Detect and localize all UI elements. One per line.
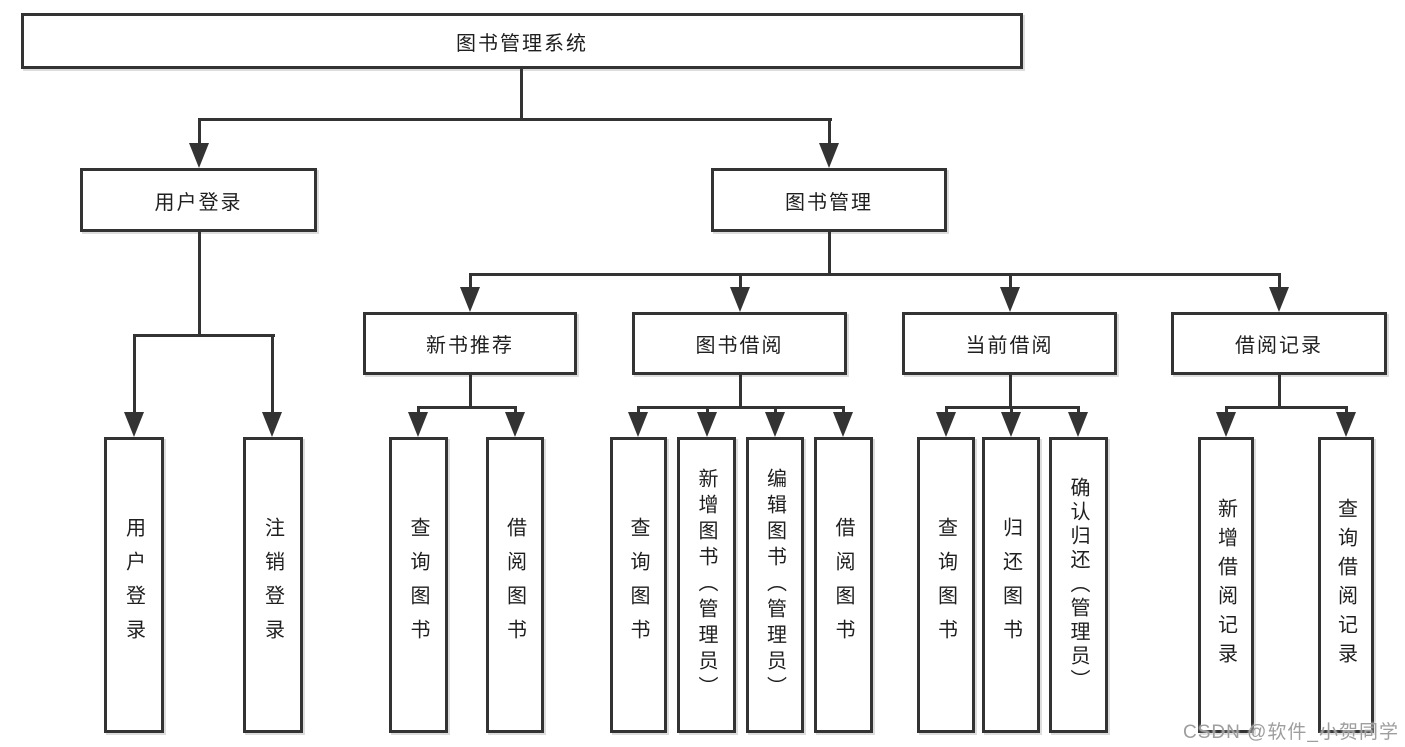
connector-current-borrowing-stem bbox=[1009, 375, 1012, 406]
leaf-logout-label: 注销登录 bbox=[261, 517, 284, 653]
leaf-add-borrow-record: 新增借阅记录 bbox=[1198, 437, 1254, 733]
leaf-confirm-return-admin-label: 确认归还（管理员） bbox=[1067, 477, 1089, 693]
leaf-query-books-borrow: 查询图书 bbox=[610, 437, 667, 733]
connector-new-book-branch bbox=[417, 406, 517, 409]
leaf-return-books-label: 归还图书 bbox=[999, 517, 1022, 653]
node-book-borrowing: 图书借阅 bbox=[632, 312, 847, 375]
node-root-label: 图书管理系统 bbox=[456, 32, 588, 55]
connector-new-book-stem bbox=[469, 375, 472, 406]
connector-to-leaf-query-borrow bbox=[637, 406, 640, 414]
arrowhead-leaf-borrow-recommend bbox=[505, 412, 525, 437]
leaf-borrow-books-recommend: 借阅图书 bbox=[486, 437, 544, 733]
leaf-user-login: 用户登录 bbox=[104, 437, 164, 733]
leaf-user-login-label: 用户登录 bbox=[122, 517, 145, 653]
arrowhead-leaf-add-books bbox=[697, 412, 717, 437]
connector-to-new-book bbox=[469, 273, 472, 289]
leaf-add-borrow-record-label: 新增借阅记录 bbox=[1214, 498, 1237, 672]
connector-to-leaf-query-recommend bbox=[417, 406, 420, 414]
connector-book-borrowing-stem bbox=[739, 375, 742, 406]
leaf-query-books-current-label: 查询图书 bbox=[934, 517, 957, 653]
arrowhead-leaf-return-books bbox=[1001, 412, 1021, 437]
arrowhead-leaf-confirm-return bbox=[1068, 412, 1088, 437]
leaf-return-books: 归还图书 bbox=[982, 437, 1040, 733]
arrowhead-user-login bbox=[189, 143, 209, 168]
connector-book-management-branch bbox=[469, 273, 1281, 276]
leaf-query-books-current: 查询图书 bbox=[917, 437, 975, 733]
connector-to-book-management bbox=[828, 118, 831, 145]
leaf-borrow-books-recommend-label: 借阅图书 bbox=[503, 517, 526, 653]
connector-to-user-login bbox=[198, 118, 201, 145]
connector-book-borrowing-branch bbox=[637, 406, 845, 409]
connector-user-login-stem bbox=[198, 232, 201, 334]
connector-book-management-stem bbox=[828, 232, 831, 273]
arrowhead-leaf-logout bbox=[262, 412, 282, 437]
leaf-confirm-return-admin: 确认归还（管理员） bbox=[1049, 437, 1108, 733]
leaf-query-books-recommend: 查询图书 bbox=[389, 437, 448, 733]
leaf-add-books-admin-label: 新增图书（管理员） bbox=[695, 468, 717, 702]
leaf-query-borrow-record-label: 查询借阅记录 bbox=[1334, 498, 1357, 672]
arrowhead-leaf-query-record bbox=[1336, 412, 1356, 437]
connector-to-book-borrowing bbox=[739, 273, 742, 289]
connector-borrowing-records-stem bbox=[1278, 375, 1281, 406]
leaf-query-borrow-record: 查询借阅记录 bbox=[1318, 437, 1374, 733]
leaf-borrow-books: 借阅图书 bbox=[814, 437, 873, 733]
node-root: 图书管理系统 bbox=[21, 13, 1023, 69]
arrowhead-leaf-user-login bbox=[124, 412, 144, 437]
connector-to-leaf-return-books bbox=[1010, 406, 1013, 414]
arrowhead-leaf-add-record bbox=[1216, 412, 1236, 437]
node-current-borrowing: 当前借阅 bbox=[902, 312, 1117, 375]
connector-to-leaf-user-login bbox=[133, 334, 136, 414]
node-new-book-recommendation-label: 新书推荐 bbox=[426, 335, 514, 357]
node-user-login: 用户登录 bbox=[80, 168, 317, 232]
leaf-borrow-books-label: 借阅图书 bbox=[832, 517, 854, 653]
node-borrowing-records-label: 借阅记录 bbox=[1235, 335, 1323, 357]
node-user-login-label: 用户登录 bbox=[154, 191, 243, 214]
connector-user-login-branch bbox=[133, 334, 275, 337]
arrowhead-borrowing-records bbox=[1269, 287, 1289, 312]
connector-to-leaf-borrow-recommend bbox=[514, 406, 517, 414]
leaf-add-books-admin: 新增图书（管理员） bbox=[677, 437, 736, 733]
connector-root-branch bbox=[198, 118, 832, 121]
leaf-query-books-borrow-label: 查询图书 bbox=[627, 517, 649, 653]
arrowhead-current-borrowing bbox=[1000, 287, 1020, 312]
arrowhead-leaf-query-borrow bbox=[628, 412, 648, 437]
connector-root-stem bbox=[520, 67, 523, 118]
node-book-borrowing-label: 图书借阅 bbox=[695, 335, 784, 357]
leaf-edit-books-admin: 编辑图书（管理员） bbox=[746, 437, 804, 733]
leaf-logout: 注销登录 bbox=[243, 437, 303, 733]
arrowhead-leaf-query-current bbox=[936, 412, 956, 437]
arrowhead-leaf-edit-books bbox=[765, 412, 785, 437]
node-borrowing-records: 借阅记录 bbox=[1171, 312, 1387, 375]
connector-to-current-borrowing bbox=[1009, 273, 1012, 289]
connector-to-leaf-query-current bbox=[945, 406, 948, 414]
arrowhead-leaf-query-recommend bbox=[408, 412, 428, 437]
connector-to-borrowing-records bbox=[1278, 273, 1281, 289]
connector-to-leaf-query-record bbox=[1345, 406, 1348, 414]
arrowhead-leaf-borrow-books bbox=[833, 412, 853, 437]
connector-borrowing-records-branch bbox=[1225, 406, 1347, 409]
watermark-text: CSDN @软件_小贺同学 bbox=[1183, 722, 1399, 743]
arrowhead-book-management bbox=[819, 143, 839, 168]
connector-to-leaf-confirm-return bbox=[1077, 406, 1080, 414]
arrowhead-book-borrowing bbox=[730, 287, 750, 312]
connector-to-leaf-add-books bbox=[706, 406, 709, 414]
leaf-edit-books-admin-label: 编辑图书（管理员） bbox=[763, 468, 786, 702]
node-book-management: 图书管理 bbox=[711, 168, 947, 232]
node-book-management-label: 图书管理 bbox=[785, 191, 873, 214]
leaf-query-books-recommend-label: 查询图书 bbox=[407, 517, 429, 653]
connector-to-leaf-edit-books bbox=[774, 406, 777, 414]
node-current-borrowing-label: 当前借阅 bbox=[965, 335, 1054, 357]
arrowhead-new-book bbox=[460, 287, 480, 312]
node-new-book-recommendation: 新书推荐 bbox=[363, 312, 577, 375]
connector-to-leaf-add-record bbox=[1225, 406, 1228, 414]
connector-to-leaf-logout bbox=[271, 334, 274, 414]
connector-to-leaf-borrow-books bbox=[842, 406, 845, 414]
